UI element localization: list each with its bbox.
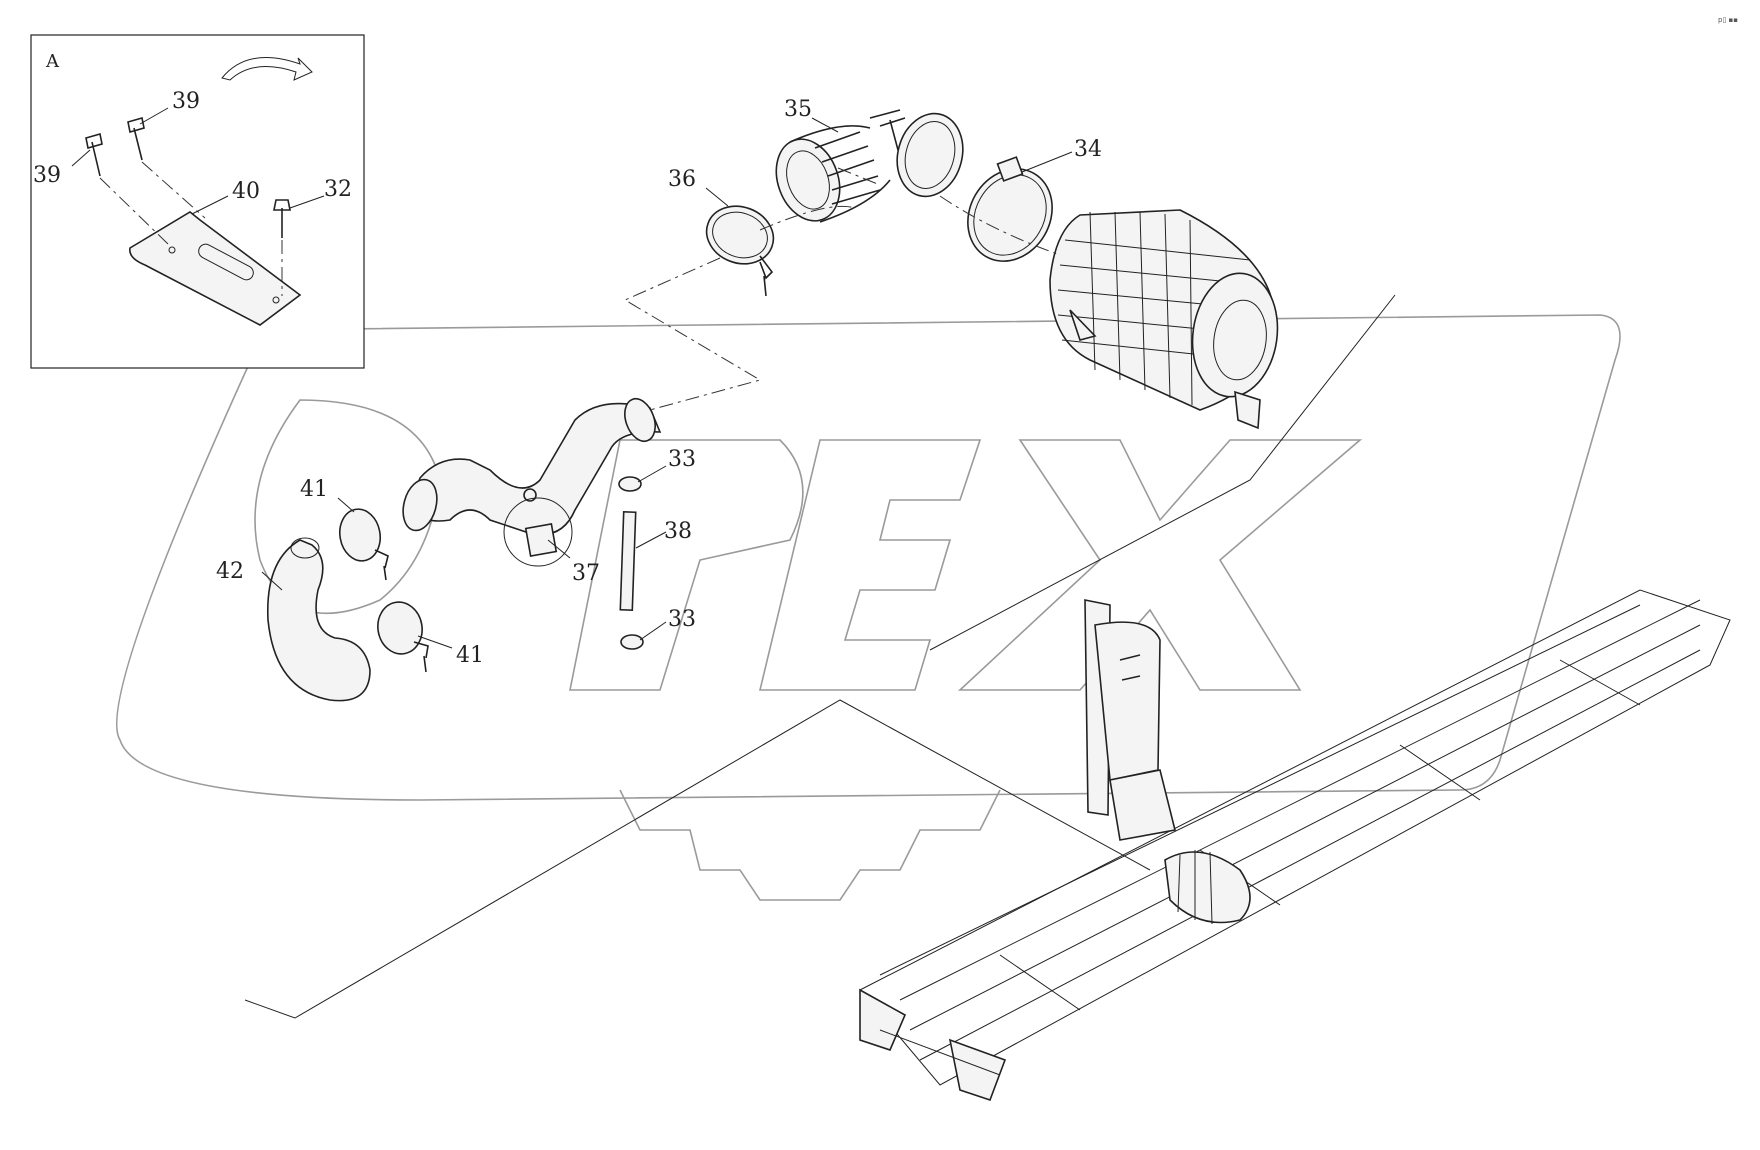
callout-41-top: 41 — [300, 477, 328, 502]
callout-33-bottom: 33 — [668, 607, 696, 632]
bolt-39-left — [85, 132, 103, 177]
intake-pipe-37 — [402, 397, 662, 567]
hose-clamp-36 — [705, 205, 775, 297]
corner-mark: p▯ ▪▪ — [1718, 16, 1738, 24]
watermark-logo — [115, 314, 1621, 901]
u-bend-hose-42 — [266, 537, 371, 702]
callout-35: 35 — [784, 97, 812, 122]
assembled-intake-on-chassis — [1084, 599, 1251, 925]
rotation-arrow-icon — [221, 57, 313, 81]
connection-lines — [623, 167, 1061, 411]
callout-37: 37 — [572, 561, 600, 586]
inset-box-a: A 39 39 40 32 — [30, 34, 365, 369]
callout-36: 36 — [668, 167, 696, 192]
air-filter-housing — [1049, 209, 1279, 430]
rod-38 — [619, 510, 637, 612]
callout-38: 38 — [664, 519, 692, 544]
callout-39-right: 39 — [172, 89, 200, 114]
hose-clamp-41-bottom — [377, 601, 429, 673]
ring-33-top — [618, 476, 642, 492]
hose-clamp-41-top — [338, 508, 389, 581]
hose-clamp-34 — [967, 156, 1053, 262]
callout-34: 34 — [1074, 137, 1102, 162]
callout-41-bottom: 41 — [456, 643, 484, 668]
callout-42: 42 — [216, 559, 244, 584]
callout-33-top: 33 — [668, 447, 696, 472]
intake-bellows-35 — [775, 109, 964, 223]
bolt-32 — [273, 199, 291, 238]
bolt-39-right — [127, 116, 145, 161]
callout-39-left: 39 — [33, 163, 61, 188]
inset-label: A — [45, 51, 60, 72]
ring-33-bottom — [620, 634, 644, 650]
callout-40: 40 — [232, 179, 260, 204]
bracket-40 — [128, 211, 302, 326]
callout-32: 32 — [324, 177, 352, 202]
projection-lines — [244, 294, 1396, 1019]
callout-leaders — [261, 117, 1073, 649]
truck-chassis-frame — [859, 589, 1731, 1102]
